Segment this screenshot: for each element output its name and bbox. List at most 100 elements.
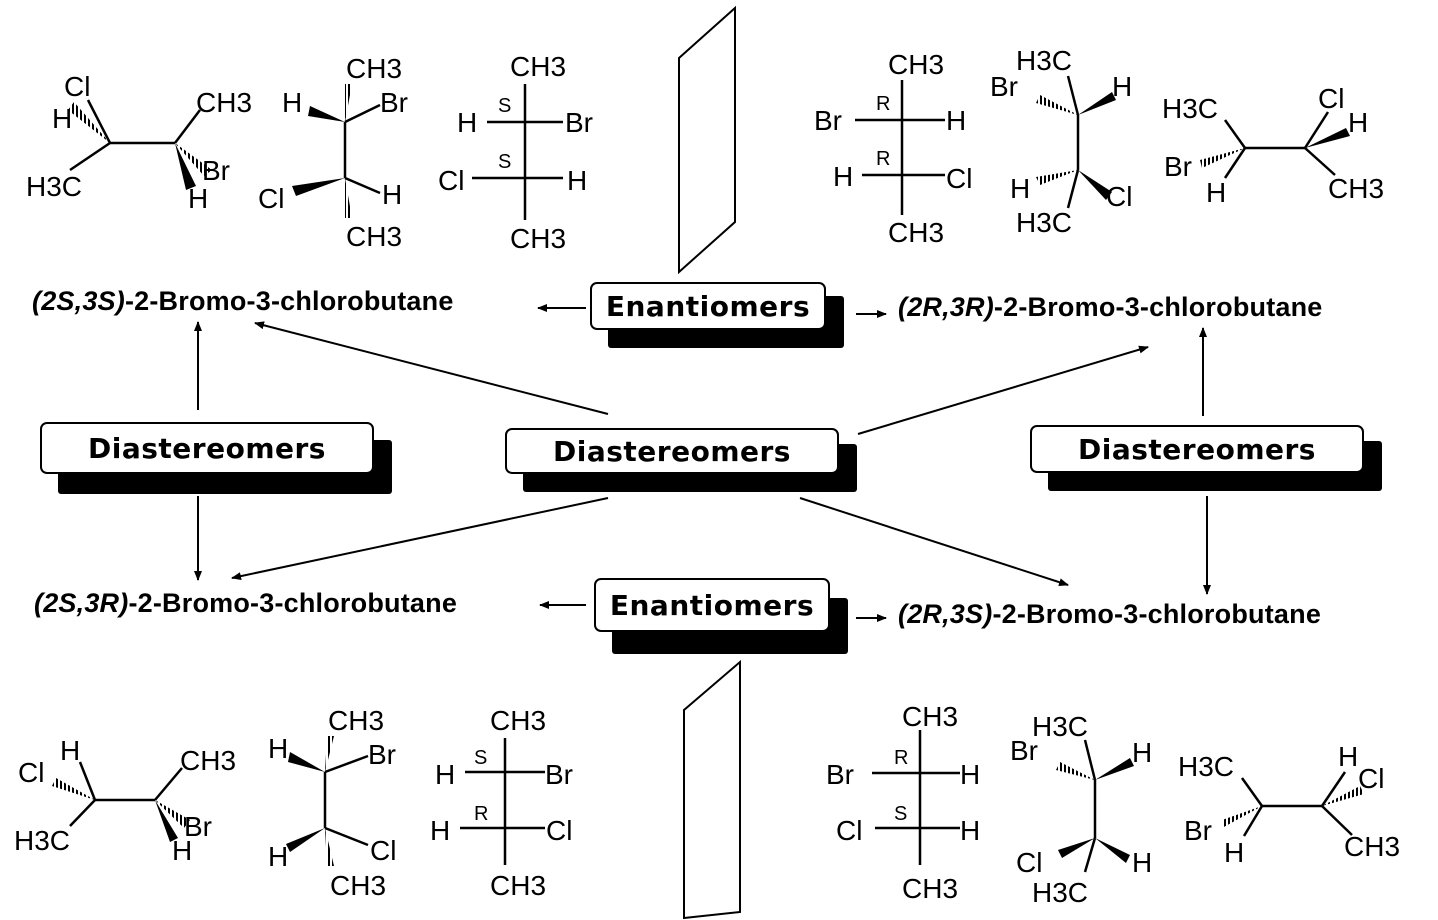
atom-label: Cl	[546, 815, 572, 846]
box-label: Diastereomers	[505, 428, 839, 474]
label-2s3r: (2S,3R)-2-Bromo-3-chlorobutane	[34, 588, 457, 619]
atom-label: CH3	[346, 53, 402, 84]
structure-sr-fischer: CH3 H Br H Cl CH3 S R	[430, 705, 573, 901]
atom-label: CH3	[902, 873, 958, 904]
atom-label: CH3	[328, 705, 384, 736]
atom-label: H	[1112, 71, 1132, 102]
box-label: Diastereomers	[40, 422, 374, 474]
atom-label: H	[382, 179, 402, 210]
box-enantiomers-top: Enantiomers	[590, 282, 846, 350]
atom-label: Br	[1164, 151, 1192, 182]
atom-label: H	[430, 815, 450, 846]
box-diastereomers-left: Diastereomers	[40, 422, 392, 496]
structure-rr-sawhorse: H3C Cl H Br H CH3	[1162, 83, 1384, 208]
atom-label: Cl	[370, 835, 396, 866]
atom-label: Cl	[1318, 83, 1344, 114]
atom-label: Cl	[1106, 181, 1132, 212]
atom-label: CH3	[510, 223, 566, 254]
atom-label: CH3	[330, 870, 386, 901]
atom-label: H	[1338, 741, 1358, 772]
atom-label: Br	[990, 71, 1018, 102]
atom-label: H	[833, 161, 853, 192]
atom-label: CH3	[180, 745, 236, 776]
structure-sr-sawhorse: Cl H H3C CH3 Br H	[14, 735, 236, 866]
atom-label: H3C	[1032, 711, 1088, 742]
atom-label: Br	[1184, 815, 1212, 846]
box-diastereomers-right: Diastereomers	[1030, 425, 1384, 493]
atom-label: Cl	[1358, 763, 1384, 794]
structure-rs-fischer: CH3 Br H Cl H CH3 R S	[826, 701, 980, 904]
label-config: (2S,3S)	[32, 286, 125, 316]
atom-label: Cl	[18, 757, 44, 788]
atom-label: H	[960, 815, 980, 846]
structure-ss-sawhorse: Cl H H3C CH3 Br H	[26, 71, 252, 214]
box-label: Enantiomers	[590, 282, 826, 330]
atom-label: H	[1348, 107, 1368, 138]
atom-label: CH3	[490, 705, 546, 736]
atom-label: Br	[368, 739, 396, 770]
atom-label: H	[457, 107, 477, 138]
atom-label: Br	[565, 107, 593, 138]
structure-rs-sawhorse: H3C H Cl Br H CH3	[1178, 741, 1400, 868]
atom-label: H3C	[26, 171, 82, 202]
atom-label: Cl	[946, 163, 972, 194]
label-config: (2R,3R)	[898, 292, 994, 322]
atom-label: H	[268, 841, 288, 872]
structure-sr-wedge: CH3 H Br H Cl CH3	[268, 705, 396, 901]
atom-label: Cl	[1016, 847, 1042, 878]
label-name: -2-Bromo-3-chlorobutane	[992, 599, 1322, 629]
atom-label: Br	[545, 759, 573, 790]
box-diastereomers-center: Diastereomers	[505, 428, 859, 494]
atom-label: CH3	[888, 49, 944, 80]
box-enantiomers-bottom: Enantiomers	[594, 578, 850, 656]
atom-label: Br	[380, 87, 408, 118]
structure-rr-wedge: H3C Br H H Cl H3C	[990, 45, 1132, 238]
atom-label: CH3	[490, 870, 546, 901]
atom-label: CH3	[902, 701, 958, 732]
stereo-descriptor: S	[894, 803, 907, 825]
atom-label: CH3	[1328, 173, 1384, 204]
structure-rs-wedge: H3C Br H Cl H H3C	[1010, 711, 1152, 908]
relationship-arrows	[194, 304, 1211, 622]
atom-label: Br	[202, 155, 230, 186]
structure-rr-fischer: CH3 Br H H Cl CH3 R R	[814, 49, 972, 248]
label-2r3r: (2R,3R)-2-Bromo-3-chlorobutane	[898, 292, 1323, 323]
structure-ss-wedge: CH3 H Br Cl H CH3	[258, 53, 408, 252]
atom-label: Cl	[64, 71, 90, 102]
label-2r3s: (2R,3S)-2-Bromo-3-chlorobutane	[898, 599, 1321, 630]
label-config: (2R,3S)	[898, 599, 993, 629]
atom-label: H	[1224, 837, 1244, 868]
label-name: -2-Bromo-3-chlorobutane	[128, 588, 458, 618]
atom-label: H3C	[1178, 751, 1234, 782]
atom-label: CH3	[510, 51, 566, 82]
stereo-descriptor: R	[876, 93, 890, 115]
stereo-descriptor: R	[474, 803, 488, 825]
atom-label: H	[282, 87, 302, 118]
atom-label: H	[188, 183, 208, 214]
atom-label: H3C	[1016, 207, 1072, 238]
atom-label: H	[1132, 737, 1152, 768]
arrow-center-to-sr	[231, 497, 609, 581]
atom-label: Cl	[258, 183, 284, 214]
atom-label: H3C	[1016, 45, 1072, 76]
mirror-plane-top	[678, 5, 736, 275]
structure-ss-fischer: CH3 H Br Cl H CH3 S S	[438, 51, 593, 254]
atom-label: H3C	[14, 825, 70, 856]
atom-label: H3C	[1162, 93, 1218, 124]
atom-label: Cl	[438, 165, 464, 196]
label-name: -2-Bromo-3-chlorobutane	[993, 292, 1323, 322]
stereo-descriptor: R	[894, 747, 908, 769]
atom-label: H	[268, 733, 288, 764]
arrow-center-to-ss	[254, 321, 609, 415]
mirror-plane-bottom	[683, 659, 741, 920]
atom-label: H	[1206, 177, 1226, 208]
stereo-descriptor: S	[498, 95, 511, 117]
box-label: Diastereomers	[1030, 425, 1364, 473]
label-config: (2S,3R)	[34, 588, 129, 618]
arrow-center-to-rs	[799, 497, 1069, 587]
atom-label: Br	[1010, 735, 1038, 766]
atom-label: CH3	[196, 87, 252, 118]
atom-label: H	[60, 735, 80, 766]
